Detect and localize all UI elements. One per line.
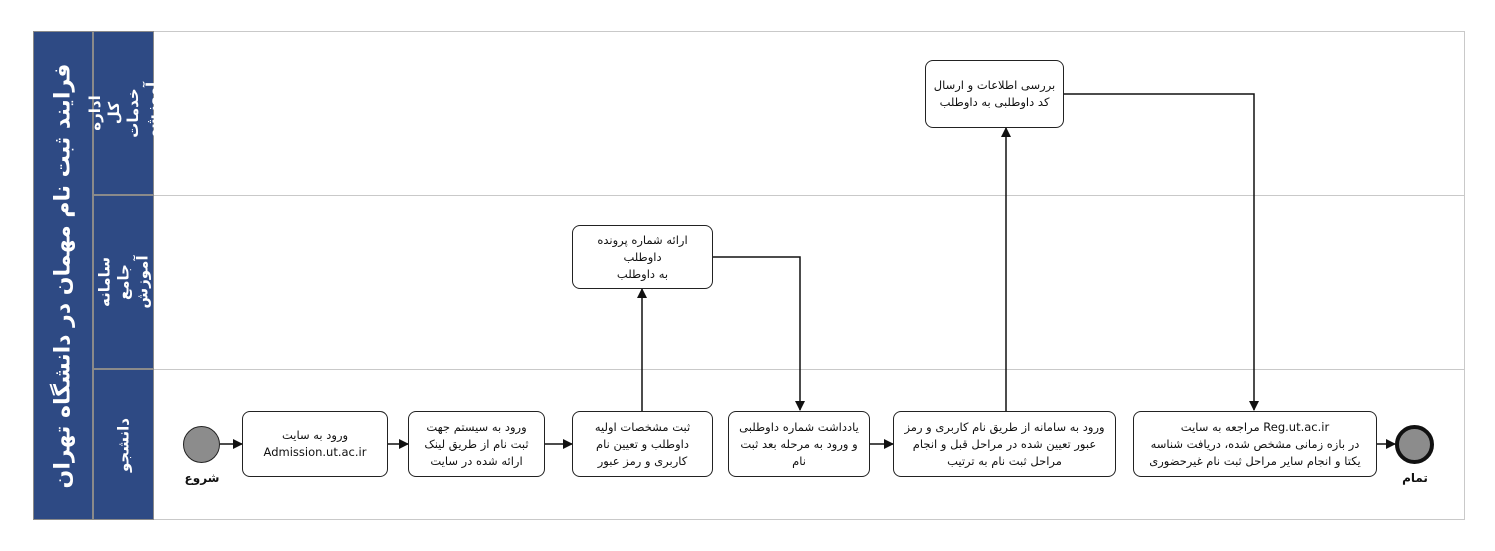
task-note-applicant-number: یادداشت شماره داوطلبی و ورود به مرحله بع… bbox=[728, 411, 870, 477]
end-event-label: تمام bbox=[1402, 471, 1428, 485]
task-enter-admission-site: ورود به سایت Admission.ut.ac.ir bbox=[242, 411, 388, 477]
start-event-label: شروع bbox=[184, 471, 220, 485]
lane-header-system: سامانه جامع آموزش bbox=[93, 195, 154, 369]
task-enter-initial-info: ثبت مشخصات اولیه داوطلب و تعیین نام کارب… bbox=[572, 411, 713, 477]
task-review-send-code: بررسی اطلاعات و ارسال کد داوطلبی به داوط… bbox=[925, 60, 1064, 128]
task-login-complete-steps: ورود به سامانه از طریق نام کاربری و رمز … bbox=[893, 411, 1116, 477]
task-provide-file-number: ارائه شماره پرونده داوطلب به داوطلب bbox=[572, 225, 713, 289]
lane-divider bbox=[154, 195, 1464, 196]
pool-title: فرایند ثبت نام مهمان در دانشگاه تهران bbox=[33, 31, 93, 520]
task-register-via-link: ورود به سیستم جهت ثبت نام از طریق لینک ا… bbox=[408, 411, 545, 477]
lane-header-edu: اداره کل خدمات آموزشی bbox=[86, 31, 161, 195]
flow-t7-t8 bbox=[1064, 93, 1259, 411]
task-visit-reg-site: مراجعه به سایت Reg.ut.ac.ir در بازه زمان… bbox=[1133, 411, 1377, 477]
end-event bbox=[1395, 425, 1434, 464]
lane-header-student: دانشجو bbox=[93, 369, 154, 520]
start-event bbox=[183, 426, 220, 463]
lane-divider bbox=[154, 369, 1464, 370]
flow-t4-t5 bbox=[713, 256, 805, 411]
